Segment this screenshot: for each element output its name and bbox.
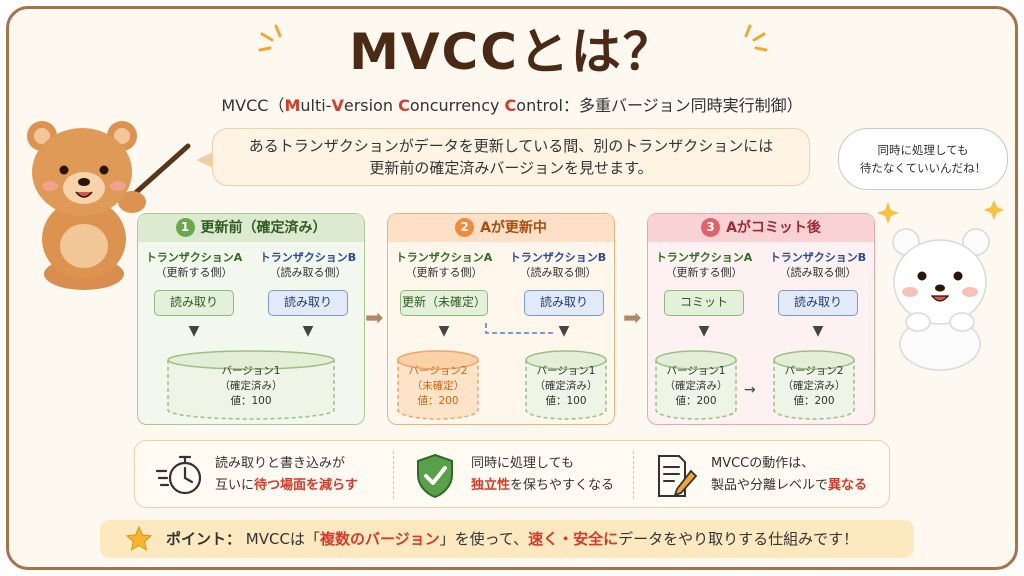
subtitle: MVCC（Multi-Version Concurrency Control：多… <box>221 96 803 115</box>
panel-before-update: 1 更新前（確定済み） トランザクションA（更新する側） トランザクションB（読み… <box>137 213 365 425</box>
step-number-1: 1 <box>175 218 195 237</box>
arrow-down-icon: ▼ <box>188 323 200 339</box>
sparkle-right-icon <box>734 24 768 60</box>
panel-3-title: Aがコミット後 <box>726 220 821 236</box>
panel-2-header: 2 Aが更新中 <box>388 214 614 242</box>
dashed-read-path <box>484 320 564 339</box>
brown-bear-illustration <box>14 104 194 308</box>
benefit-less-waiting: 読み取りと書き込みが 互いに待つ場面を減らす <box>155 453 395 497</box>
page-title: MVCCとは？ <box>349 23 675 81</box>
divider <box>633 451 634 499</box>
white-bear-illustration <box>876 196 1010 380</box>
step-arrow-icon: ➡ <box>365 306 384 331</box>
panel-2-read-b: 読み取り <box>524 290 604 316</box>
panel-3-header: 3 Aがコミット後 <box>648 214 874 242</box>
benefit-isolation: 同時に処理しても 独立性を保ちやすくなる <box>415 453 645 499</box>
panel-3-commit-a: コミット <box>664 290 744 316</box>
benefit-1-line-2: 互いに待つ場面を減らす <box>215 478 358 493</box>
arrow-down-icon: ▼ <box>698 323 710 339</box>
intro-bubble-tail <box>196 152 213 168</box>
panel-after-commit: 3 Aがコミット後 トランザクションA（更新する側） トランザクションB（読み取る… <box>647 213 875 425</box>
benefit-implementation-differs: MVCCの動作は、 製品や分離レベルで異なる <box>655 453 885 497</box>
intro-bubble: あるトランザクションがデータを更新している間、別のトランザクションには 更新前の… <box>212 128 810 186</box>
point-label: ポイント： <box>166 530 242 548</box>
step-arrow-icon: ➡ <box>623 306 642 331</box>
panel-3-transaction-b-label: トランザクションB（読み取る側） <box>769 251 867 279</box>
document-pen-icon <box>655 453 699 503</box>
panel-2-version-1-db: バージョン1（確定済み）値：100 <box>524 350 608 420</box>
divider <box>393 451 394 499</box>
panel-2-transaction-b-label: トランザクションB（読み取る側） <box>509 251 607 279</box>
shield-check-icon <box>415 453 455 503</box>
panel-2-update-a: 更新（未確定） <box>400 290 488 316</box>
step-number-3: 3 <box>701 218 721 237</box>
intro-line-1: あるトランザクションがデータを更新している間、別のトランザクションには <box>248 137 774 155</box>
panel-1-transaction-a-label: トランザクションA（更新する側） <box>145 251 243 279</box>
panel-3-transaction-a-label: トランザクションA（更新する側） <box>655 251 753 279</box>
benefit-1-line-1: 読み取りと書き込みが <box>215 456 346 471</box>
speech-bubble: 同時に処理しても 待たなくていいんだね！ <box>838 128 1008 190</box>
panel-1-read-a: 読み取り <box>154 290 234 316</box>
stopwatch-icon <box>155 453 205 503</box>
panel-2-title: Aが更新中 <box>480 220 547 236</box>
step-number-2: 2 <box>455 218 475 237</box>
benefit-3-line-2: 製品や分離レベルで異なる <box>711 478 868 493</box>
intro-line-2: 更新前の確定済みバージョンを見せます。 <box>369 159 653 177</box>
panel-1-header: 1 更新前（確定済み） <box>138 214 364 242</box>
panel-1-title: 更新前（確定済み） <box>200 220 327 236</box>
point-banner: ポイント： MVCCは「複数のバージョン」を使って、速く・安全にデータをやり取り… <box>100 520 914 558</box>
benefit-2-line-1: 同時に処理しても <box>471 456 574 471</box>
sparkle-left-icon <box>258 24 292 60</box>
panel-3-read-b: 読み取り <box>778 290 858 316</box>
star-icon <box>125 525 153 566</box>
panel-a-updating: 2 Aが更新中 トランザクションA（更新する側） トランザクションB（読み取る側）… <box>387 213 615 425</box>
arrow-down-icon: ▼ <box>302 323 314 339</box>
panel-2-transaction-a-label: トランザクションA（更新する側） <box>395 251 493 279</box>
arrow-down-icon: ▼ <box>438 323 450 339</box>
speech-line-2: 待たなくていいんだね！ <box>859 161 987 175</box>
right-arrow-icon: → <box>744 382 756 398</box>
speech-line-1: 同時に処理しても <box>877 143 969 157</box>
panel-2-version-2-db: バージョン2（未確定）値：200 <box>396 350 480 420</box>
arrow-down-icon: ▼ <box>812 323 824 339</box>
panel-1-transaction-b-label: トランザクションB（読み取る側） <box>259 251 357 279</box>
arrow-down-icon: ▼ <box>558 323 570 339</box>
benefit-3-line-1: MVCCの動作は、 <box>711 456 815 471</box>
panel-1-version-db: バージョン1（確定済み）値：100 <box>166 350 336 420</box>
panel-1-read-b: 読み取り <box>268 290 348 316</box>
panel-3-version-2-db: バージョン2（確定済み）値：200 <box>772 350 856 420</box>
panel-3-version-1-db: バージョン1（確定済み）値：200 <box>654 350 738 420</box>
benefits-box: 読み取りと書き込みが 互いに待つ場面を減らす 同時に処理しても 独立性を保ちやす… <box>134 440 890 508</box>
benefit-2-line-2: 独立性を保ちやすくなる <box>471 478 615 493</box>
